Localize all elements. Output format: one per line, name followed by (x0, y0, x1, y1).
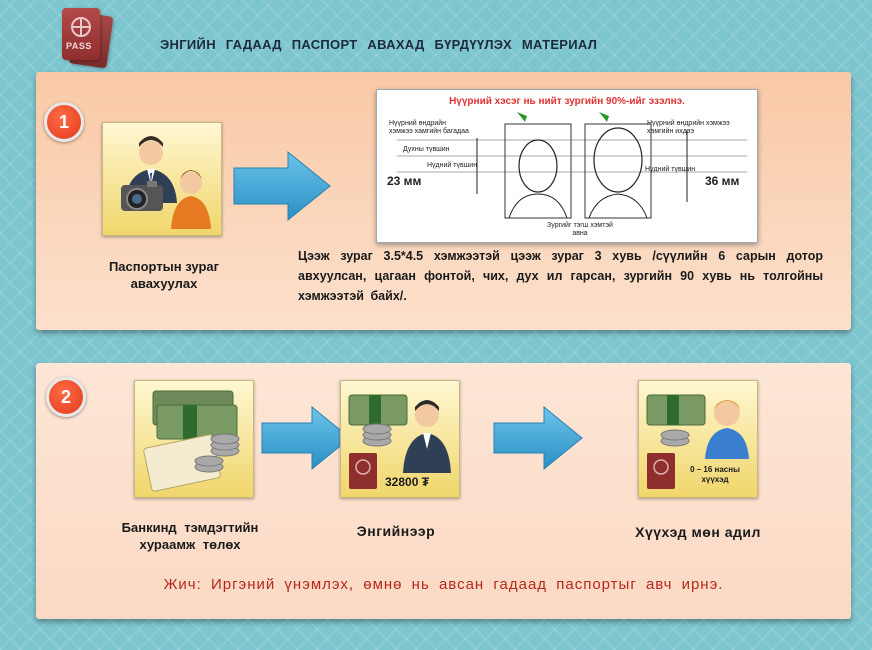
passport-label: PASS (66, 41, 92, 51)
passport-icon: PASS (62, 8, 114, 69)
photo-heading: Нүүрний хэсэг нь нийт зургийн 90%-ийг эз… (449, 96, 685, 107)
step2-item1-caption: Банкинд тэмдэгтийн хураамж төлөх (121, 520, 259, 552)
eye-level-label-left: Нүдний түвшин (427, 162, 478, 169)
left-top-label: Нүүрний өндрийн хэмжээ хамгийн багадаа (389, 120, 469, 135)
step2-arrow2-icon (493, 405, 583, 471)
left-measure: 23 мм (387, 174, 422, 188)
step2-arrow1-icon (261, 405, 351, 471)
step1-caption: Паспортын зураг авахуулах (108, 259, 220, 291)
money-passport-person-icon: 32800 ₮ (340, 380, 460, 498)
photo-requirements-diagram: Нүүрний хэсэг нь нийт зургийн 90%-ийг эз… (376, 89, 758, 243)
step1-description: Цээж зураг 3.5*4.5 хэмжээтэй цээж зураг … (298, 249, 823, 303)
eye-level-label-right: Нүдний түвшин (645, 166, 696, 173)
step1-panel: 1 Паспортын зураг авахуулах Нүүрний хэсэ… (36, 72, 851, 330)
step2-panel: 2 Банкинд тэмдэгтийн хураамж төлөх (36, 363, 851, 619)
step1-arrow-icon (233, 150, 331, 222)
header: PASS ЭНГИЙН ГАДААД ПАСПОРТ АВАХАД БҮРДҮҮ… (62, 8, 862, 69)
money-passport-child-icon: 0 – 16 насны хүүхэд (638, 380, 758, 498)
step2-item2-caption: Энгийнээр (356, 523, 436, 539)
right-top-label: Нүүрний өндрийн хэмжээ хамгийн ихдээ (647, 120, 730, 135)
step2-note: Жич: Иргэний үнэмлэх, өмнө нь авсан гада… (163, 576, 724, 593)
bottom-label: Зургийг тэгш хэмтэй авна (547, 222, 613, 237)
step1-badge: 1 (44, 102, 84, 142)
step2-price: 32800 ₮ (385, 475, 430, 489)
photographer-icon (102, 122, 222, 236)
right-measure: 36 мм (705, 174, 740, 188)
face-outlines (397, 112, 747, 219)
step2-item3-caption: Хүүхэд мөн адил (635, 524, 761, 540)
eyebrow-label: Духны түвшин (403, 146, 450, 153)
step2-badge: 2 (46, 377, 86, 417)
page-title: ЭНГИЙН ГАДААД ПАСПОРТ АВАХАД БҮРДҮҮЛЭХ М… (160, 37, 598, 52)
money-receipt-icon (134, 380, 254, 498)
step2-age: 0 – 16 насны хүүхэд (690, 465, 740, 484)
